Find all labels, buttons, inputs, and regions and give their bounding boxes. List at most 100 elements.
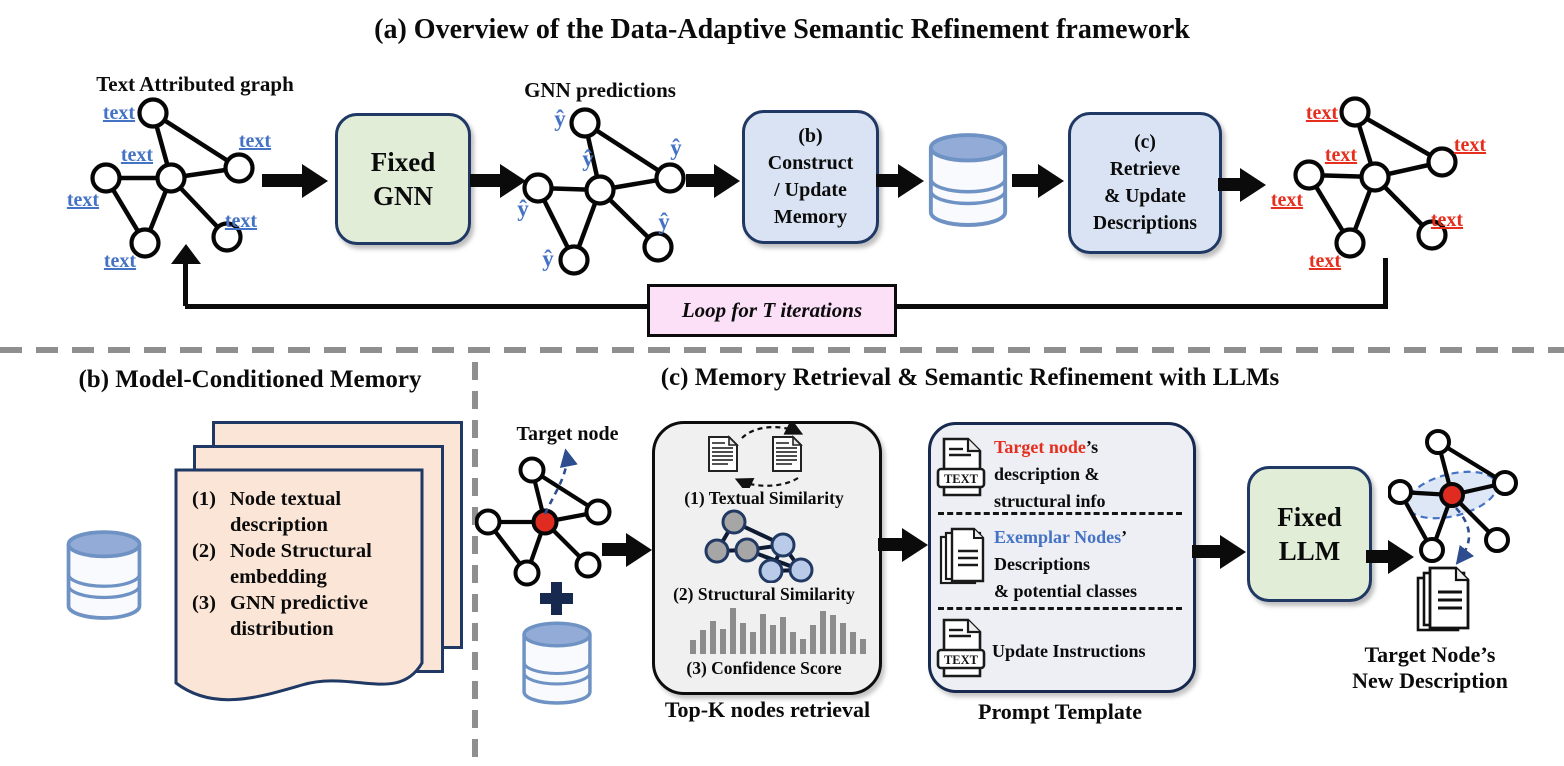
svg-text:text: text	[239, 130, 272, 152]
confidence-bars	[690, 604, 866, 654]
blue-text-labels: text text text text text text	[67, 102, 272, 272]
row1-line3: structural info	[994, 491, 1106, 511]
row1-line2: description &	[994, 464, 1100, 484]
row2-suffix: ’	[1121, 527, 1128, 547]
construct-update-memory-box: (b) Construct / Update Memory	[742, 110, 879, 244]
red-text-labels: text text text text text text	[1271, 102, 1487, 272]
prompt-template-label: Prompt Template	[978, 699, 1142, 724]
section-b-title: (b) Model-Conditioned Memory	[78, 366, 422, 393]
textual-similarity-cycle-icon	[708, 424, 804, 488]
target-node-highlight: Target node	[994, 437, 1086, 457]
text-file-icon: TEXT	[936, 437, 986, 497]
exemplar-nodes-highlight: Exemplar Nodes	[994, 527, 1122, 547]
memory-database-icon	[928, 133, 1008, 227]
predictions-label: GNN predictions	[524, 78, 676, 102]
target-pointer-dashed-arrow	[543, 448, 578, 515]
arrow-topk-to-prompt	[878, 538, 902, 551]
prompt-row-instructions: Update Instructions	[992, 641, 1146, 661]
svg-text:text: text	[1309, 250, 1342, 272]
result-graph	[1388, 429, 1518, 565]
refined-graph: text text text text text text	[1271, 96, 1487, 272]
item-text: Node textual description	[230, 488, 342, 536]
graph-nodes	[1293, 96, 1458, 259]
new-description-docs-icon	[1416, 566, 1470, 632]
prediction-labels: ŷ ŷ ŷ ŷ ŷ ŷ	[517, 106, 682, 271]
prompt-row-target: Target node’s description & structural i…	[994, 434, 1186, 515]
prompt-divider	[938, 607, 1182, 610]
arrow-prompt-to-llm	[1192, 545, 1220, 558]
item-number: (3)	[192, 592, 216, 614]
arrow-memorybox-to-db	[876, 174, 898, 187]
svg-text:text: text	[103, 102, 136, 124]
memory-database-icon	[66, 530, 142, 620]
target-node-red	[1439, 482, 1465, 508]
arrow-retrievebox-to-refined-graph	[1218, 178, 1240, 191]
result-label: Target Node’s New Description	[1340, 642, 1520, 694]
svg-text:ŷ: ŷ	[517, 196, 529, 221]
memory-item: (1) Node textual description	[192, 486, 420, 538]
document-icon	[708, 435, 739, 472]
memory-item: (3) GNN predictive distribution	[192, 590, 420, 642]
arrow-db-to-retrievebox	[1012, 174, 1038, 187]
arrow-llm-to-result	[1366, 550, 1388, 563]
textual-similarity-caption: (1) Textual Similarity	[684, 488, 844, 508]
memory-item: (2) Node Structural embedding	[192, 538, 420, 590]
svg-text:text: text	[1271, 189, 1304, 211]
row2-line3: & potential classes	[994, 581, 1137, 601]
loop-iterations-box: Loop for T iterations	[647, 284, 897, 337]
result-label-line1: Target Node’s	[1364, 642, 1496, 667]
svg-text:text: text	[121, 144, 154, 166]
vertical-section-divider	[472, 362, 478, 766]
svg-text:ŷ: ŷ	[554, 106, 566, 131]
arrow-gnn-to-predictions	[470, 174, 500, 187]
prompt-divider	[938, 512, 1182, 515]
svg-text:TEXT: TEXT	[944, 472, 979, 486]
svg-text:ŷ: ŷ	[658, 209, 670, 234]
retrieve-update-descriptions-box: (c) Retrieve & Update Descriptions	[1068, 112, 1222, 254]
item-text: Node Structural embedding	[230, 540, 372, 588]
target-node-red	[531, 508, 559, 536]
horizontal-section-divider	[0, 347, 1564, 353]
fixed-gnn-box: Fixed GNN	[335, 113, 471, 245]
svg-text:TEXT: TEXT	[944, 653, 979, 667]
svg-text:text: text	[1325, 144, 1358, 166]
gnn-predictions-graph: ŷ ŷ ŷ ŷ ŷ ŷ	[517, 106, 686, 276]
text-attributed-graph: text text text text text text	[67, 97, 272, 272]
loop-line-right	[1383, 258, 1388, 308]
graph-nodes	[90, 97, 255, 259]
topk-box-label: Top-K nodes retrieval	[664, 697, 871, 722]
memory-page-front	[174, 468, 424, 702]
svg-text:text: text	[225, 210, 258, 232]
svg-text:text: text	[1306, 102, 1339, 124]
prompt-row-exemplar: Exemplar Nodes’ Descriptions & potential…	[994, 524, 1190, 605]
svg-text:ŷ: ŷ	[542, 246, 554, 271]
confidence-score-caption: (3) Confidence Score	[686, 658, 842, 678]
structural-similarity-graph-icon	[704, 509, 814, 583]
svg-text:text: text	[67, 189, 100, 211]
arrow-predictions-to-memorybox	[686, 174, 714, 187]
plus-icon	[540, 593, 573, 604]
memory-content-list: (1) Node textual description (2) Node St…	[192, 486, 420, 642]
svg-text:text: text	[104, 250, 137, 272]
item-number: (1)	[192, 488, 216, 510]
section-c-title: (c) Memory Retrieval & Semantic Refineme…	[660, 364, 1280, 391]
item-number: (2)	[192, 540, 216, 562]
fixed-llm-box: Fixed LLM	[1247, 466, 1372, 602]
target-node-graph	[475, 448, 612, 587]
arrow-graph-to-gnn	[262, 174, 302, 187]
stacked-documents-icon	[939, 527, 985, 585]
arrow-target-to-topk	[602, 543, 626, 556]
svg-text:ŷ: ŷ	[670, 135, 682, 160]
text-file-icon: TEXT	[936, 618, 986, 678]
result-label-line2: New Description	[1352, 668, 1508, 693]
row1-suffix: ’s	[1085, 437, 1099, 457]
input-graph-label: Text Attributed graph	[96, 72, 294, 96]
loop-uparrow-icon	[171, 244, 201, 264]
loop-line-left	[183, 262, 188, 306]
target-node-label: Target node	[516, 423, 619, 445]
svg-text:ŷ: ŷ	[582, 146, 594, 171]
graph-nodes	[522, 107, 686, 276]
svg-text:text: text	[1431, 209, 1464, 231]
section-a-title: (a) Overview of the Data-Adaptive Semant…	[374, 14, 1190, 45]
